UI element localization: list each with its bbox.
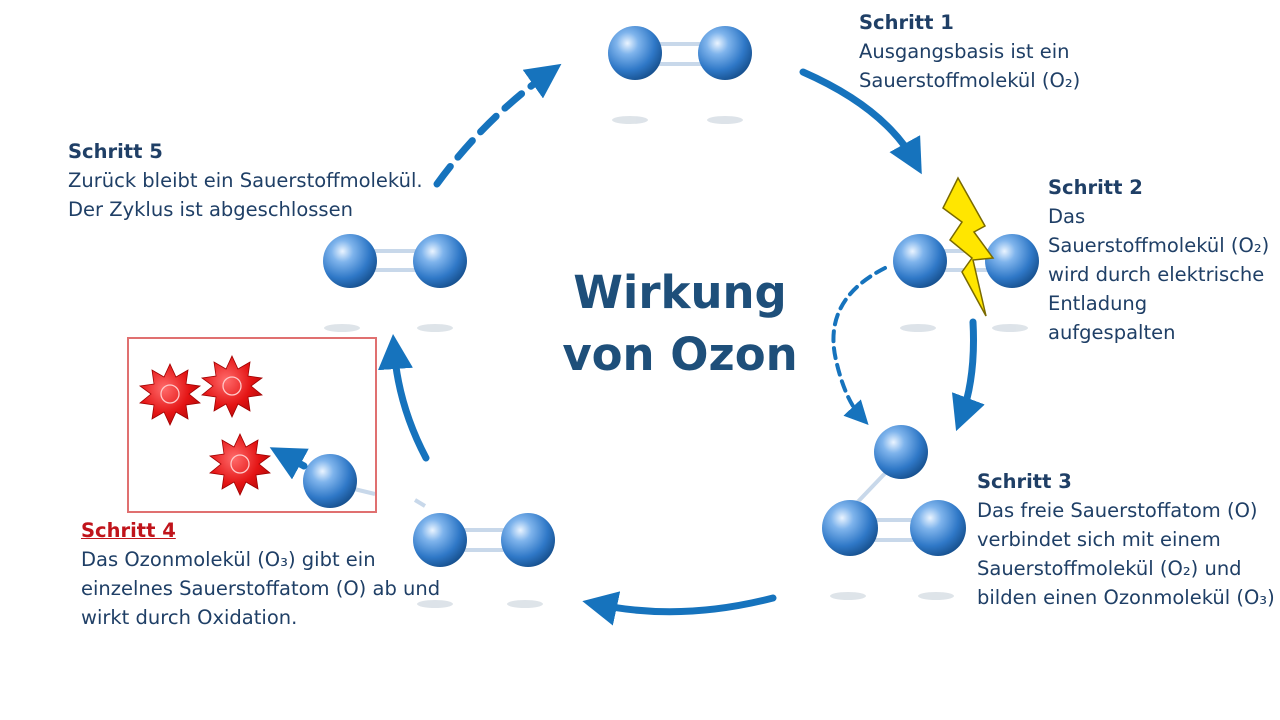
cycle-arrow (378, 334, 430, 462)
step-heading: Schritt 5 (68, 140, 163, 163)
step-5-text: Schritt 5 Zurück bleibt ein Sauerstoffmo… (68, 137, 423, 224)
cycle-arrow (951, 318, 985, 432)
step-4-text: Schritt 4 Das Ozonmolekül (O₃) gibt ein … (81, 516, 440, 632)
oxygen-atom (822, 500, 878, 556)
oxygen-atom (323, 234, 377, 288)
diagram-title: Wirkung von Ozon (540, 262, 820, 386)
oxygen-atoms (303, 26, 1039, 567)
title-line-1: Wirkung (573, 266, 787, 319)
oxygen-atom (413, 513, 467, 567)
oxidation-arrow (269, 447, 309, 480)
step-line: aufgespalten (1048, 321, 1176, 344)
cycle-arrow (582, 591, 777, 626)
step-line: bilden einen Ozonmolekül (O₃) (977, 586, 1275, 609)
step-1-text: Schritt 1 Ausgangsbasis ist ein Sauersto… (859, 8, 1080, 95)
step-line: verbindet sich mit einem (977, 528, 1221, 551)
step-line: einzelnes Sauerstoffatom (O) ab und (81, 577, 441, 600)
cycle-arrow (799, 68, 922, 175)
pollutant-starburst-icon (138, 363, 202, 426)
lightning-bolt-icon (942, 176, 995, 317)
oxygen-atom (910, 500, 966, 556)
oxygen-atom (698, 26, 752, 80)
step-line: Zurück bleibt ein Sauerstoffmolekül. (68, 169, 423, 192)
step-line: Sauerstoffmolekül (O₂) (1048, 234, 1270, 257)
step-line: Entladung (1048, 292, 1148, 315)
step-heading: Schritt 1 (859, 11, 954, 34)
step-heading: Schritt 2 (1048, 176, 1143, 199)
step-line: Das (1048, 205, 1086, 228)
step-line: wird durch elektrische (1048, 263, 1265, 286)
step-3-text: Schritt 3 Das freie Sauerstoffatom (O) v… (977, 467, 1275, 612)
step-line: Das freie Sauerstoffatom (O) (977, 499, 1258, 522)
oxidation-highlight-box (127, 337, 377, 513)
title-line-2: von Ozon (562, 328, 798, 381)
step-line: Sauerstoffmolekül (O₂) und (977, 557, 1242, 580)
cycle-arrows (378, 63, 985, 626)
oxygen-atom (893, 234, 947, 288)
step-line: wirkt durch Oxidation. (81, 606, 298, 629)
step-heading: Schritt 4 (81, 519, 176, 542)
oxygen-atom (985, 234, 1039, 288)
cycle-arrow-dashed (433, 63, 562, 188)
pollutant-centers (160, 376, 250, 474)
step-2-text: Schritt 2 Das Sauerstoffmolekül (O₂) wir… (1048, 173, 1269, 347)
molecule-shadows (324, 116, 1028, 608)
oxygen-atom (501, 513, 555, 567)
step-heading: Schritt 3 (977, 470, 1072, 493)
step-line: Der Zyklus ist abgeschlossen (68, 198, 353, 221)
oxygen-atom (874, 425, 928, 479)
step-line: Sauerstoffmolekül (O₂) (859, 69, 1081, 92)
pollutant-starburst-icon (208, 433, 272, 496)
split-arrow-dashed (831, 266, 887, 425)
pollutant-starburst-icon (200, 355, 264, 418)
pollutant-starbursts (138, 355, 272, 496)
oxygen-atom (413, 234, 467, 288)
step-line: Ausgangsbasis ist ein (859, 40, 1070, 63)
oxygen-atom (608, 26, 662, 80)
step-line: Das Ozonmolekül (O₃) gibt ein (81, 548, 376, 571)
oxygen-atom (303, 454, 357, 508)
